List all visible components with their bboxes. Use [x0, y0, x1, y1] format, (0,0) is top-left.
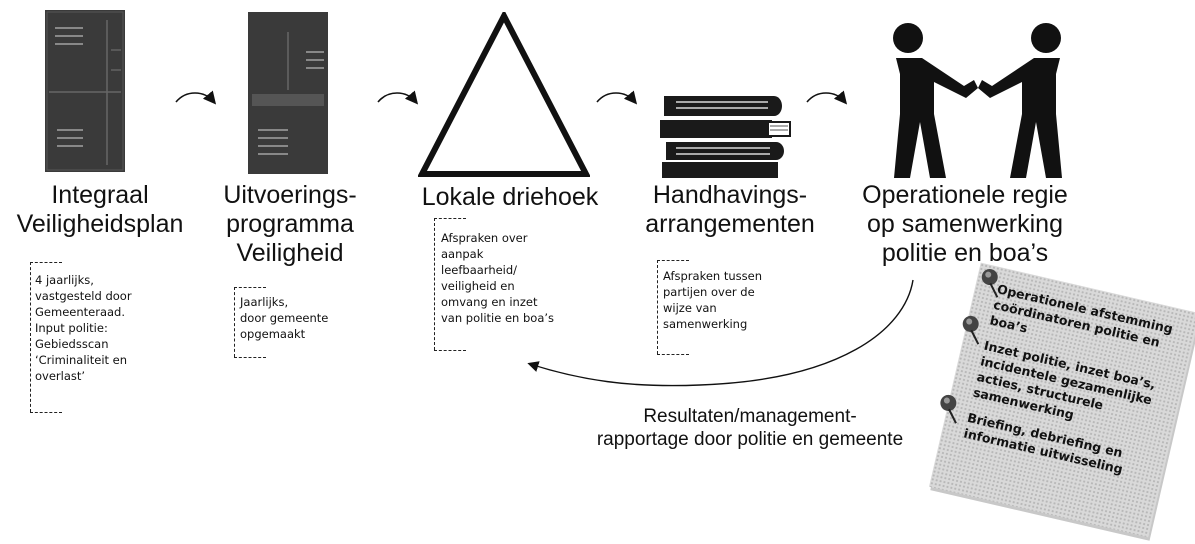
note-line: door gemeente	[240, 311, 329, 325]
note-bracket-bottom	[434, 350, 466, 351]
note-line: Afspraken over	[441, 231, 528, 245]
title-line: Veiligheidsplan	[16, 210, 184, 238]
step-title-operations: Operationele regie op samenwerking polit…	[845, 181, 1085, 268]
step-title-arrangements: Handhavings- arrangementen	[640, 181, 820, 239]
pushpin-icon	[962, 315, 980, 345]
title-line: Lokale driehoek	[421, 183, 599, 211]
pushpin-icon	[940, 394, 957, 424]
triangle-icon	[418, 12, 590, 177]
plan-document-icon	[45, 10, 125, 172]
title-line: arrangementen	[645, 210, 815, 238]
note-bracket-top	[657, 260, 689, 261]
note-line: Gebiedsscan	[35, 337, 109, 351]
note-bracket-side	[234, 287, 235, 357]
books-icon	[660, 96, 791, 178]
note-arrangements: Afspraken tussen partijen over de wijze …	[663, 268, 762, 332]
title-line: programma	[226, 210, 354, 238]
title-line: Veiligheid	[236, 239, 344, 267]
operations-note-card: Operationele afstemming coördinatoren po…	[929, 262, 1195, 538]
arrow-2	[377, 90, 419, 105]
note-bracket-bottom	[234, 357, 266, 358]
note-bracket-top	[30, 262, 62, 263]
note-line: wijze van	[663, 301, 717, 315]
title-line: Operationele regie	[862, 181, 1068, 209]
note-line: opgemaakt	[240, 327, 306, 341]
pushpin-icon	[981, 269, 999, 298]
card-text: Operationele afstemming coördinatoren po…	[962, 281, 1174, 481]
note-line: Jaarlijks,	[240, 295, 289, 309]
caption-line: Resultaten/management-	[643, 406, 857, 427]
note-bracket-side	[30, 262, 31, 412]
step-title-plan: Integraal Veiligheidsplan	[5, 181, 195, 239]
note-line: Input politie:	[35, 321, 108, 335]
note-line: van politie en boa’s	[441, 311, 555, 325]
title-line: Uitvoerings-	[223, 181, 357, 209]
title-line: Handhavings-	[652, 181, 808, 209]
note-line: samenwerking	[663, 317, 748, 331]
note-line: 4 jaarlijks,	[35, 273, 94, 287]
title-line: politie en boa’s	[881, 239, 1049, 267]
feedback-arrow	[527, 279, 914, 387]
title-line: Integraal	[51, 181, 149, 209]
handshake-figures-icon	[893, 23, 1062, 178]
note-bracket-top	[434, 218, 466, 219]
note-plan: 4 jaarlijks, vastgesteld door Gemeentera…	[35, 272, 132, 384]
note-programme: Jaarlijks, door gemeente opgemaakt	[240, 294, 328, 342]
note-triangle: Afspraken over aanpak leefbaarheid/ veil…	[441, 230, 554, 326]
note-line: aanpak	[441, 247, 484, 261]
programme-document-icon	[248, 12, 328, 174]
arrow-1	[175, 90, 217, 105]
note-bracket-top	[234, 287, 266, 288]
note-line: veiligheid en	[441, 279, 515, 293]
caption-line: rapportage door politie en gemeente	[596, 429, 904, 450]
note-bracket-bottom	[30, 412, 62, 413]
note-line: leefbaarheid/	[441, 263, 518, 277]
note-line: ‘Criminaliteit en	[35, 353, 128, 367]
note-bracket-side	[434, 218, 435, 350]
feedback-caption: Resultaten/management- rapportage door p…	[560, 405, 940, 451]
note-line: omvang en inzet	[441, 295, 538, 309]
step-title-programme: Uitvoerings- programma Veiligheid	[215, 181, 365, 268]
note-line: vastgesteld door	[35, 289, 132, 303]
arrow-4	[806, 90, 848, 105]
note-line: overlast’	[35, 369, 86, 383]
note-bracket-side	[657, 260, 658, 354]
title-line: op samenwerking	[867, 210, 1063, 238]
note-line: Gemeenteraad.	[35, 305, 125, 319]
note-bracket-bottom	[657, 354, 689, 355]
note-line: Afspraken tussen	[663, 269, 762, 283]
arrow-3	[596, 90, 638, 105]
step-title-triangle: Lokale driehoek	[410, 183, 610, 212]
note-line: partijen over de	[663, 285, 755, 299]
